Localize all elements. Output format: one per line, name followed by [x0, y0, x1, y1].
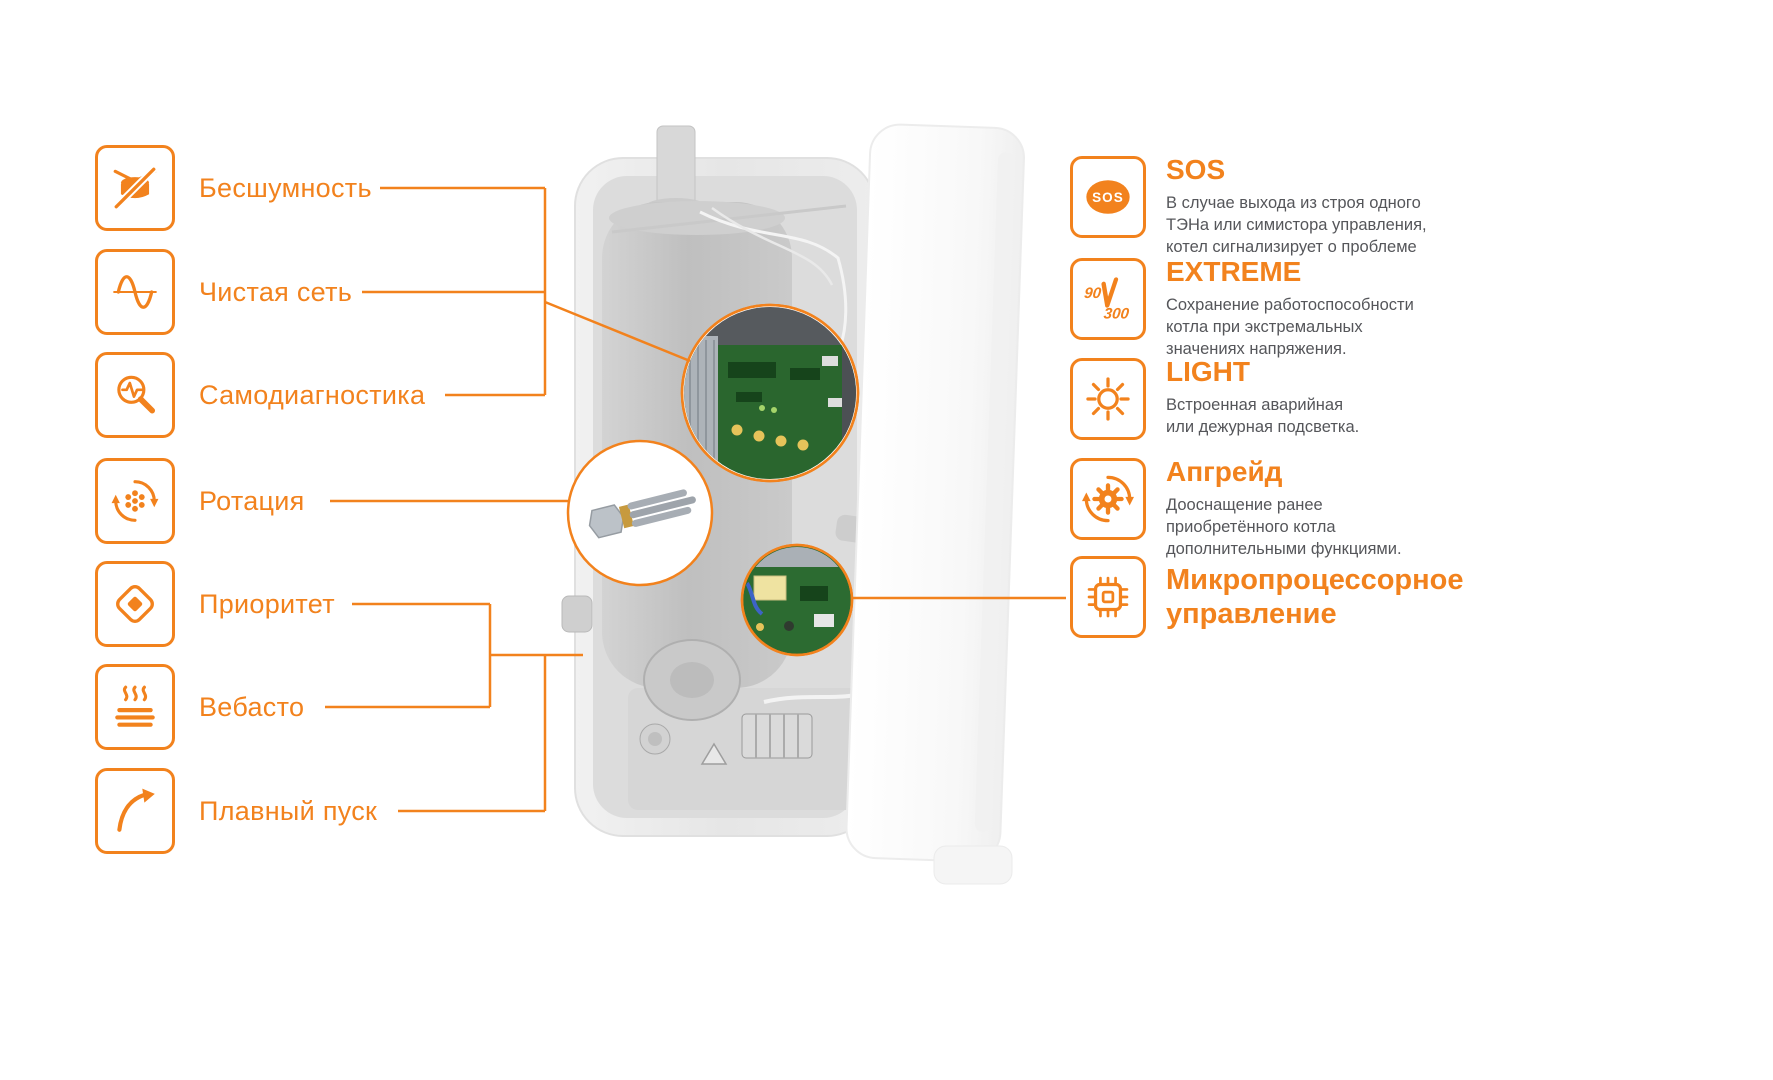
- feature-label: Вебасто: [199, 691, 305, 722]
- callout-heating-element: [566, 439, 714, 587]
- feature-light: LIGHT Встроенная аварийная или дежурная …: [1070, 356, 1360, 440]
- svg-text:SOS: SOS: [1092, 190, 1124, 205]
- connector-bottom-group: [325, 602, 583, 813]
- feature-label: Самодиагностика: [199, 379, 426, 410]
- feature-rotation: Ротация: [95, 458, 305, 544]
- feature-priority: Приоритет: [95, 561, 335, 647]
- warning-triangle: [700, 742, 728, 765]
- sun-light-icon: [1070, 358, 1146, 440]
- feature-webasto: Вебасто: [95, 664, 304, 750]
- side-pipe-stub: [561, 595, 593, 633]
- feature-clean-network: Чистая сеть: [95, 249, 352, 335]
- feature-label: Приоритет: [199, 588, 335, 619]
- feature-desc-line: котел сигнализирует о проблеме: [1166, 237, 1417, 256]
- feature-label: Ротация: [199, 485, 305, 516]
- feature-extreme: 90 300 EXTREME Сохранение работоспособно…: [1070, 256, 1414, 360]
- sos-badge-icon: SOS: [1070, 156, 1146, 238]
- terminal-block: [741, 713, 813, 759]
- feature-desc-line: котла при экстремальных: [1166, 317, 1363, 336]
- feature-desc-line: Сохранение работоспособности: [1166, 296, 1414, 314]
- voltage-90-300-icon: 90 300: [1070, 258, 1146, 340]
- gear-upgrade-icon: [1070, 458, 1146, 540]
- rotation-dots-icon: [95, 458, 175, 544]
- feature-microprocessor: Микропроцессорное управление: [1070, 556, 1464, 638]
- feature-desc-line: Встроенная аварийная: [1166, 396, 1344, 414]
- soft-start-arrow-icon: [95, 768, 175, 854]
- door-panel: [845, 123, 1025, 863]
- feature-desc-line: Дооснащение ранее: [1166, 496, 1323, 514]
- no-noise-drum-icon: [95, 145, 175, 231]
- feature-title: Апгрейд: [1166, 456, 1283, 487]
- feature-label: Чистая сеть: [199, 276, 353, 307]
- feature-label: Бесшумность: [199, 172, 372, 203]
- feature-desc-line: ТЭНа или симистора управления,: [1166, 215, 1427, 234]
- callout-lower-pcb: [740, 543, 854, 657]
- connector-top-group: [362, 186, 691, 397]
- heating-element: [588, 489, 696, 539]
- feature-title: EXTREME: [1166, 256, 1302, 287]
- feature-desc-line: приобретённого котла: [1166, 517, 1336, 536]
- feature-label: Плавный пуск: [199, 795, 378, 826]
- relay: [753, 575, 787, 601]
- callout-upper-pcb: [680, 303, 860, 483]
- microchip-icon: [1070, 556, 1146, 638]
- feature-title: Микропроцессорное: [1166, 563, 1464, 596]
- feature-desc-line: значениях напряжения.: [1166, 339, 1347, 358]
- feature-upgrade: Апгрейд Дооснащение ранее приобретённого…: [1070, 456, 1402, 560]
- feature-desc-line: или дежурная подсветка.: [1166, 417, 1360, 436]
- sine-wave-icon: [95, 249, 175, 335]
- feature-self-diagnostics: Самодиагностика: [95, 352, 425, 438]
- magnifier-pulse-icon: [95, 352, 175, 438]
- feature-title: управление: [1166, 598, 1337, 630]
- feature-desc-line: дополнительными функциями.: [1166, 539, 1402, 558]
- door-bottom-tab: [933, 845, 1013, 885]
- wire: [711, 206, 834, 286]
- feature-soft-start: Плавный пуск: [95, 768, 377, 854]
- feature-silence: Бесшумность: [95, 145, 372, 231]
- feature-desc-line: В случае выхода из строя одного: [1166, 194, 1421, 212]
- heat-lines-icon: [95, 664, 175, 750]
- feature-title: LIGHT: [1166, 356, 1250, 387]
- feature-title: SOS: [1166, 154, 1226, 185]
- svg-text:300: 300: [1103, 306, 1131, 323]
- priority-diamond-icon: [95, 561, 175, 647]
- svg-text:90: 90: [1083, 285, 1102, 302]
- chimney-pipe: [656, 125, 696, 209]
- feature-sos: SOS SOS В случае выхода из строя одного …: [1070, 154, 1427, 258]
